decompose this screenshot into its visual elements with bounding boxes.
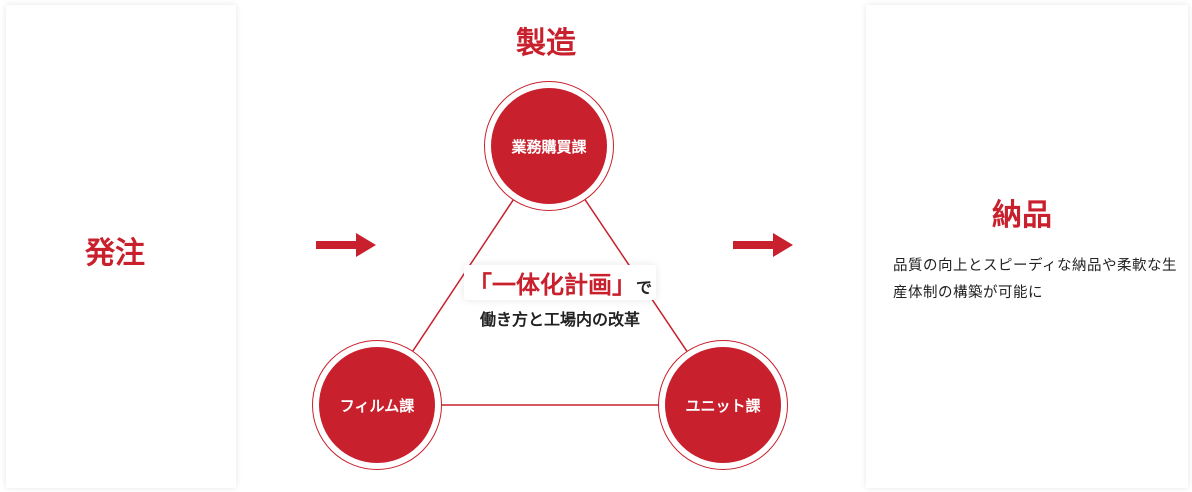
- center-title: 「一体化計画」で: [463, 265, 656, 300]
- center-subtitle: 働き方と工場内の改革: [479, 310, 640, 329]
- manufacturing-label: 製造: [516, 26, 576, 61]
- manufacturing-diagram: 業務購買課 フィルム課 ユニット課 「一体化計画」で 働き方と工場内の改革: [300, 70, 788, 490]
- order-panel: [6, 5, 236, 488]
- center-suffix: で: [635, 278, 652, 297]
- node-unit-label: ユニット課: [665, 347, 781, 463]
- center-highlight: 「一体化計画」: [467, 271, 636, 299]
- delivery-panel: [866, 5, 1188, 488]
- delivery-description: 品質の向上とスピーディな納品や柔軟な生産体制の構築が可能に: [893, 258, 1177, 301]
- order-label: 発注: [85, 236, 145, 271]
- delivery-label: 納品: [992, 198, 1052, 233]
- node-film: フィルム課: [312, 340, 442, 470]
- arrow-right-icon: [733, 233, 793, 257]
- node-procurement-label: 業務購買課: [491, 88, 607, 204]
- node-procurement: 業務購買課: [484, 81, 614, 211]
- center-text: 「一体化計画」で 働き方と工場内の改革: [440, 265, 680, 330]
- node-unit: ユニット課: [658, 340, 788, 470]
- arrow-right-icon: [316, 233, 376, 257]
- node-film-label: フィルム課: [319, 347, 435, 463]
